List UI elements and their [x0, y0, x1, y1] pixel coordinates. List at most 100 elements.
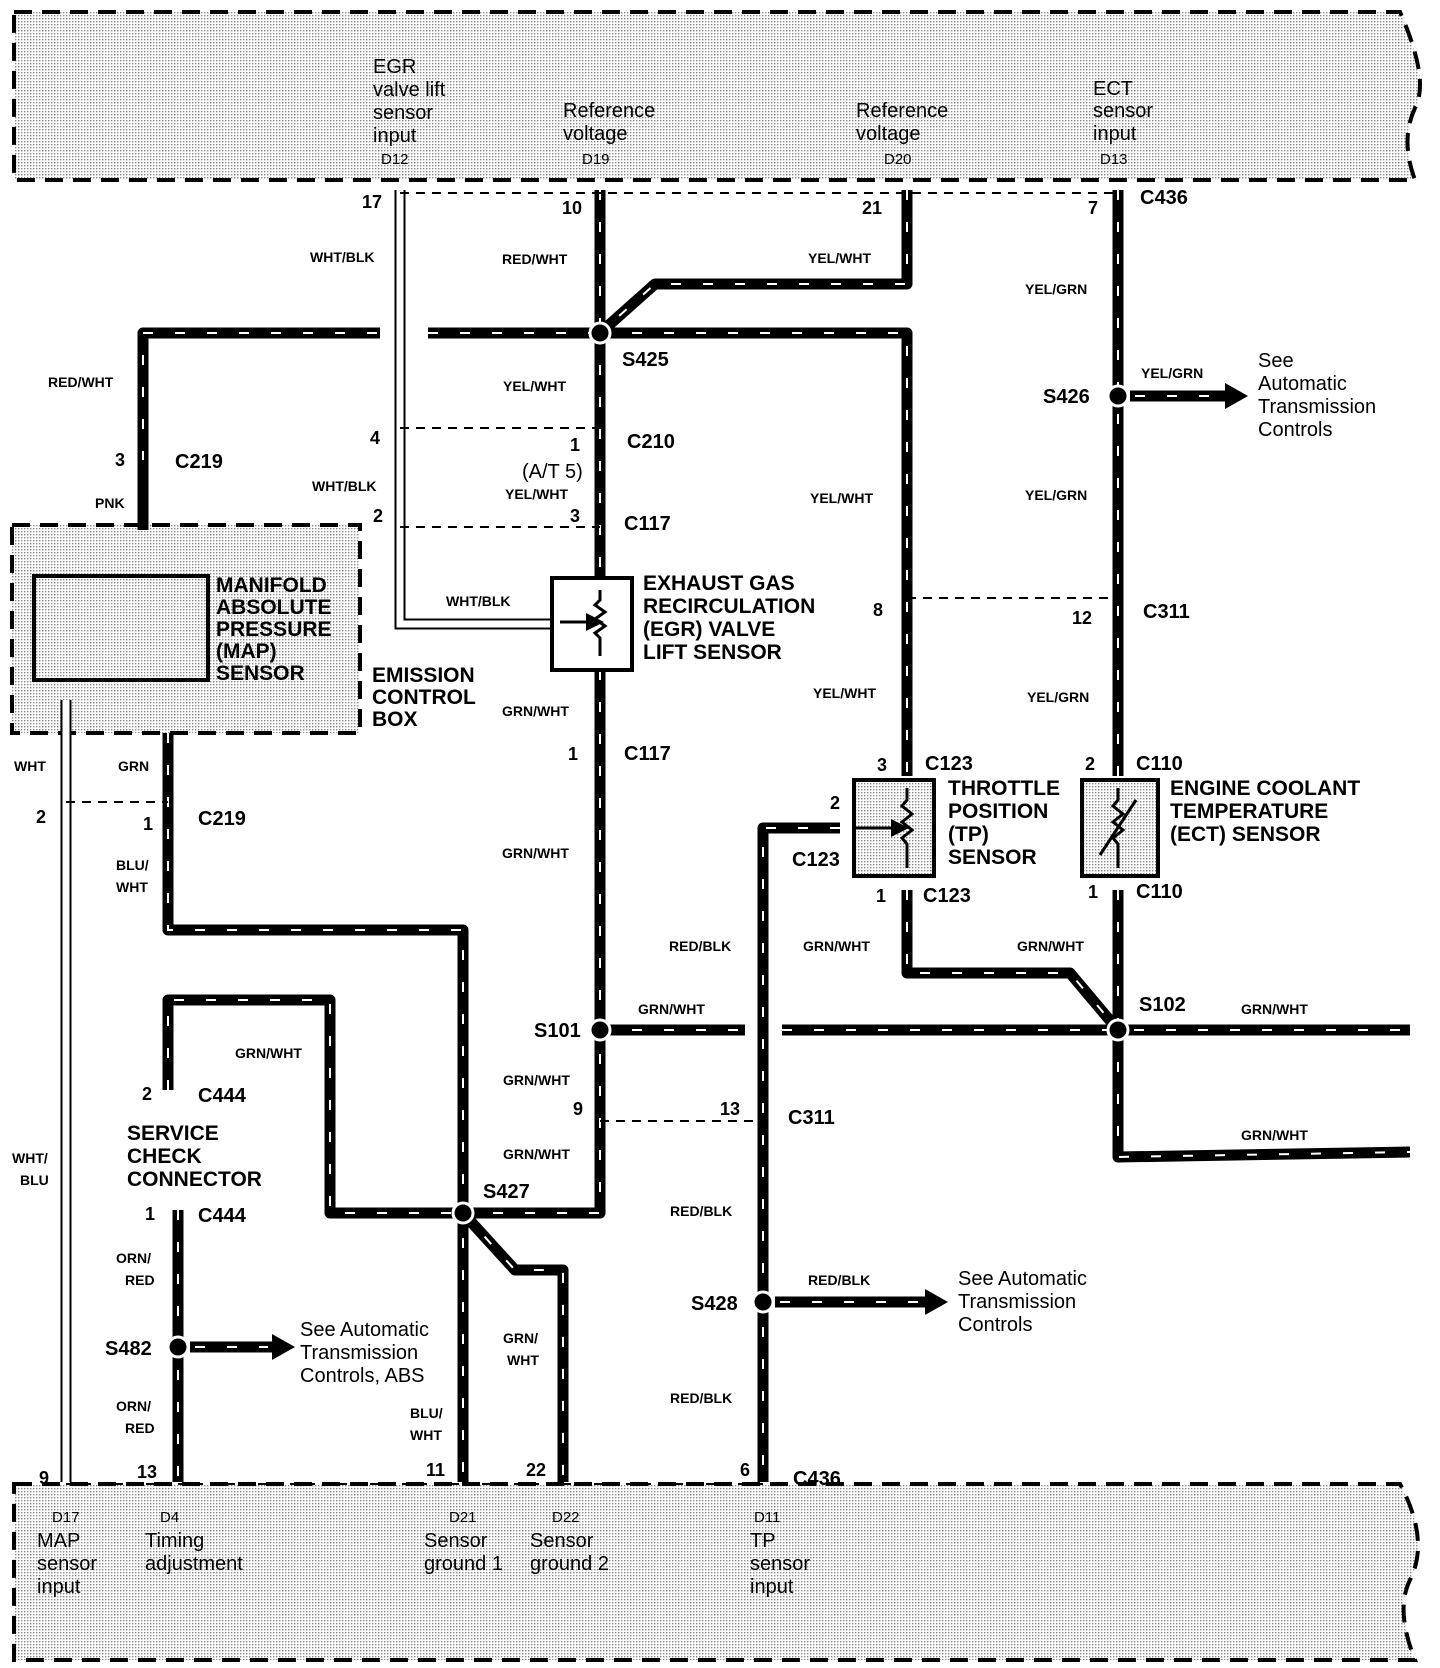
- pin-9-c311: 9: [573, 1099, 583, 1119]
- conn-c311-b: C311: [788, 1107, 835, 1129]
- ecm-ground1-label: D21 Sensor ground 1: [424, 1509, 503, 1575]
- conn-at5: (A/T 5): [522, 461, 583, 483]
- pin-11-c436: 11: [426, 1460, 445, 1480]
- svg-text:See Automatic: See Automatic: [300, 1319, 429, 1341]
- svg-text:THROTTLE: THROTTLE: [948, 777, 1060, 800]
- wire-label-orn-red-1b: RED: [125, 1272, 155, 1288]
- ecm-map-input-label: D17 MAP sensor input: [37, 1509, 97, 1598]
- conn-c444-a: C444: [198, 1085, 247, 1107]
- pin-6-c436: 6: [740, 1460, 750, 1480]
- service-check-label: SERVICE CHECK CONNECTOR: [127, 1122, 262, 1191]
- ect-sensor: [1080, 778, 1160, 878]
- svg-text:EGR: EGR: [373, 56, 416, 78]
- wire-label-grn-wht-3: GRN/WHT: [803, 938, 870, 954]
- wire-label-wht-blk-1: WHT/BLK: [310, 249, 375, 265]
- conn-c436-top: C436: [1140, 187, 1188, 209]
- svg-text:D21: D21: [449, 1509, 477, 1526]
- svg-text:D13: D13: [1100, 151, 1128, 168]
- wire-label-wht-blk-3: WHT/BLK: [446, 593, 511, 609]
- svg-text:PRESSURE: PRESSURE: [216, 618, 332, 641]
- ect-sensor-label: ENGINE COOLANT TEMPERATURE (ECT) SENSOR: [1170, 777, 1360, 846]
- wire-grn-wht-s102-lower: [1112, 1030, 1411, 1163]
- svg-text:CONNECTOR: CONNECTOR: [127, 1168, 262, 1191]
- pin-13-c436: 13: [137, 1462, 157, 1482]
- wire-wht-blk-egr: [394, 190, 560, 630]
- wire-label-yel-wht-2: YEL/WHT: [503, 378, 566, 394]
- svg-text:(EGR) VALVE: (EGR) VALVE: [643, 618, 775, 641]
- egr-lift-sensor: [550, 576, 634, 672]
- note-s428: See Automatic Transmission Controls: [958, 1268, 1087, 1336]
- svg-text:BOX: BOX: [372, 708, 418, 731]
- svg-text:voltage: voltage: [856, 123, 921, 145]
- pin-3-c117: 3: [570, 506, 580, 526]
- ecm-tp-input-label: D11 TP sensor input: [750, 1509, 810, 1598]
- wire-label-grn-wht-5: GRN/WHT: [638, 1001, 705, 1017]
- wire-label-yel-grn-arrow: YEL/GRN: [1141, 365, 1203, 381]
- wire-grn-wht-ground2: [458, 1209, 569, 1482]
- pin-1-c444: 1: [145, 1204, 155, 1224]
- wire-label-grn-wht-6: GRN/WHT: [1241, 1001, 1308, 1017]
- arrow-s428: [775, 1289, 948, 1315]
- conn-c210: C210: [627, 431, 675, 453]
- svg-text:input: input: [750, 1576, 794, 1598]
- svg-text:D19: D19: [582, 151, 610, 168]
- wire-label-grn-wht-1: GRN/WHT: [502, 703, 569, 719]
- svg-text:ECT: ECT: [1093, 78, 1133, 100]
- emission-box-label: EMISSION CONTROL BOX: [372, 664, 476, 731]
- svg-text:Timing: Timing: [145, 1530, 204, 1552]
- map-sensor-body: [32, 574, 210, 682]
- pin-7: 7: [1088, 198, 1098, 218]
- wire-label-blu-wht-b1: BLU/: [410, 1405, 443, 1421]
- wire-label-grn: GRN: [118, 758, 149, 774]
- pin-22-c436: 22: [526, 1460, 546, 1480]
- conn-c117-a: C117: [624, 513, 671, 535]
- svg-text:sensor: sensor: [37, 1553, 97, 1575]
- conn-c110-a: C110: [1136, 753, 1183, 775]
- svg-text:Transmission: Transmission: [958, 1291, 1076, 1313]
- svg-text:Sensor: Sensor: [424, 1530, 488, 1552]
- conn-c444-b: C444: [198, 1205, 247, 1227]
- svg-text:D11: D11: [754, 1509, 780, 1526]
- map-sensor-label: MANIFOLD ABSOLUTE PRESSURE (MAP) SENSOR: [216, 574, 332, 685]
- wire-label-red-wht-1: RED/WHT: [502, 251, 568, 267]
- wire-grn-wht-service: [162, 994, 463, 1219]
- wire-label-pnk: PNK: [95, 495, 125, 511]
- svg-text:ground 2: ground 2: [530, 1553, 609, 1575]
- splice-label-s101: S101: [534, 1020, 581, 1042]
- splice-label-s425: S425: [622, 349, 669, 371]
- conn-c123-a: C123: [925, 753, 973, 775]
- wire-grn-wht-egr: [460, 670, 606, 1219]
- wire-label-grn-wht-2: GRN/WHT: [502, 845, 569, 861]
- svg-text:ENGINE COOLANT: ENGINE COOLANT: [1170, 777, 1360, 800]
- wire-label-wht-blk-2: WHT/BLK: [312, 478, 377, 494]
- svg-text:Reference: Reference: [856, 100, 948, 122]
- pin-2-c110: 2: [1085, 754, 1095, 774]
- pin-10: 10: [562, 198, 582, 218]
- svg-text:CHECK: CHECK: [127, 1145, 202, 1168]
- pin-2-c123: 2: [830, 793, 840, 813]
- wire-label-red-blk-4: RED/BLK: [670, 1390, 732, 1406]
- pin-1-c210: 1: [570, 435, 580, 455]
- pin-8-c311: 8: [873, 600, 883, 620]
- pin-13-c311: 13: [720, 1099, 740, 1119]
- svg-text:Reference: Reference: [563, 100, 655, 122]
- svg-text:EXHAUST GAS: EXHAUST GAS: [643, 572, 795, 595]
- pin-9-c436: 9: [39, 1468, 49, 1488]
- wire-grn-wht-tp-ground: [901, 890, 1123, 1034]
- wire-red-blk-tp: [757, 822, 840, 1482]
- svg-text:EMISSION: EMISSION: [372, 664, 475, 687]
- pin-1-c123: 1: [876, 886, 886, 906]
- wire-label-grn-wht-s2: WHT: [507, 1352, 539, 1368]
- pin-1-c117: 1: [568, 744, 578, 764]
- splice-s101: [588, 1018, 612, 1042]
- svg-text:input: input: [373, 125, 417, 147]
- svg-text:Controls: Controls: [1258, 419, 1332, 441]
- ecm-egr-input-label: EGR valve lift sensor input D12: [373, 56, 446, 168]
- splice-s102: [1106, 1018, 1130, 1042]
- svg-text:TEMPERATURE: TEMPERATURE: [1170, 800, 1328, 823]
- svg-text:See: See: [1258, 350, 1294, 372]
- wire-label-orn-red-2a: ORN/: [116, 1398, 151, 1414]
- splice-label-s426: S426: [1043, 386, 1090, 408]
- pin-21: 21: [862, 198, 882, 218]
- svg-text:LIFT SENSOR: LIFT SENSOR: [643, 641, 782, 664]
